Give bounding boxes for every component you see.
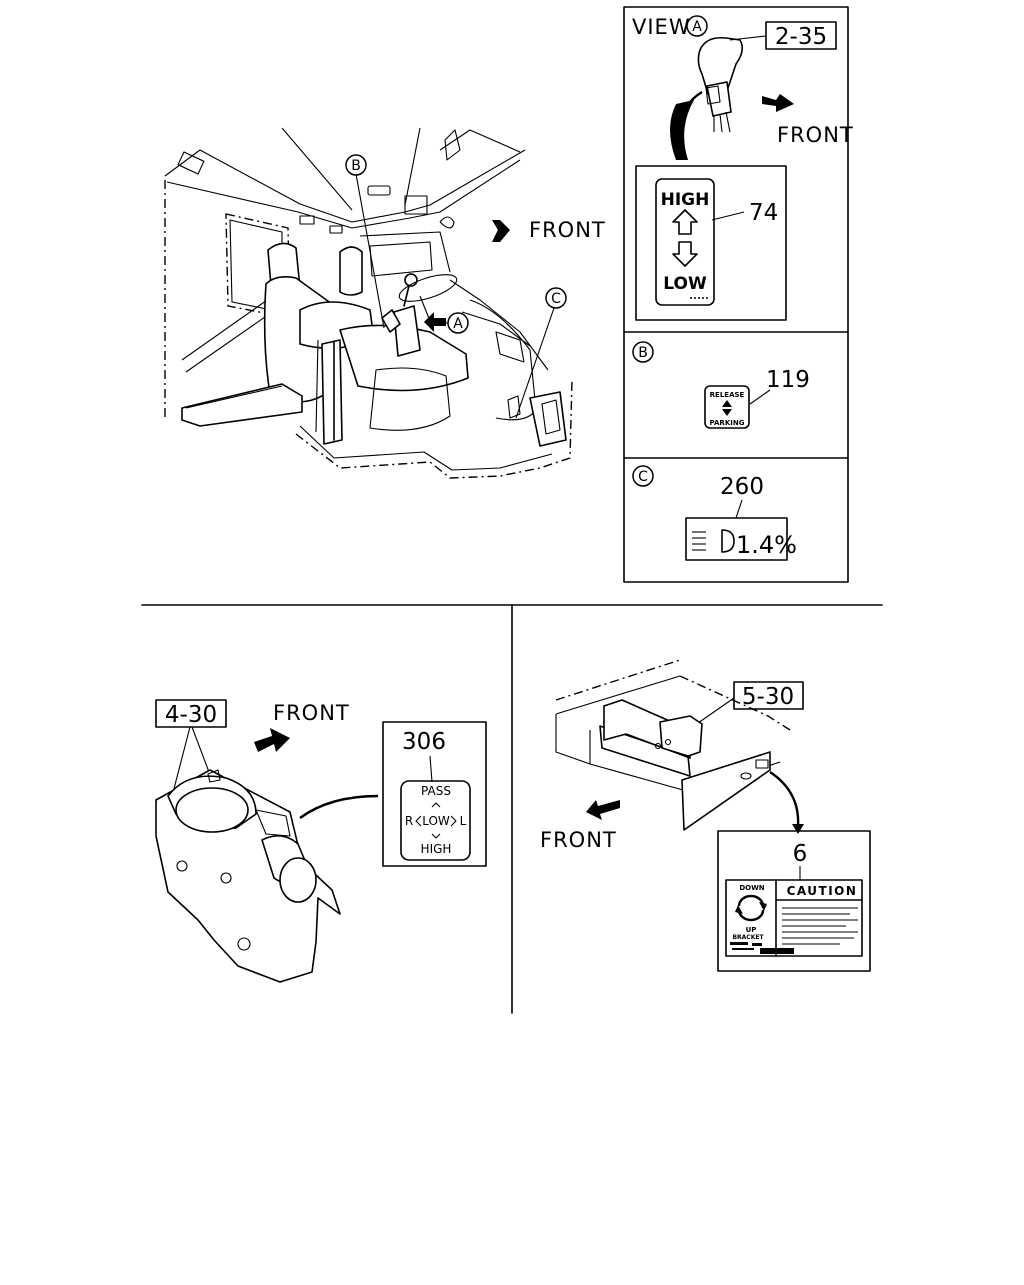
decal-6-frame [717,830,871,972]
callout-b-letter: B [351,158,361,174]
headlamp-level-icon [692,529,735,553]
arrow-down-icon [672,241,698,267]
decal-119-release: RELEASE [710,391,745,399]
decal-306-pass: PASS [421,784,451,798]
decal-260-plate [685,517,788,561]
decal-74-low: LOW [663,274,707,294]
decal-6-bracket: BRACKET [732,934,764,941]
part-74-number: 74 [749,200,778,226]
decal-6-small-legend [730,942,794,954]
rotate-arrows-icon [735,894,767,922]
lower-right-front-label: FRONT [540,828,617,852]
frame-rail-drawing [555,659,791,831]
lower-right-front-arrow [586,800,620,820]
part-260-number: 260 [720,474,764,500]
decal-306-r: R [405,814,413,828]
part-6-number: 6 [793,841,808,867]
view-a-ref-number: 2-35 [775,24,827,50]
callout-a-letter: A [453,316,463,332]
part-306-number: 306 [402,729,446,755]
decal-6-caution: CAUTION [787,884,858,898]
ref-5-30-number: 5-30 [742,684,794,710]
ref-5-30-box [733,681,804,710]
ref-4-30-number: 4-30 [165,702,217,728]
decal-6-down: DOWN [739,884,764,892]
view-b-panel: B 119 RELEASE PARKING [632,341,810,429]
view-a-marker: A [692,19,702,35]
view-b-marker: B [638,345,648,361]
view-c-marker: C [638,469,648,485]
view-a-panel: VIEW A 2-35 FRONT HIGH LOW 74 [632,15,854,321]
lower-left-front-arrow [254,728,290,752]
caution-text-lines [782,907,858,945]
lower-left-front-label: FRONT [273,701,350,725]
decal-74-frame [635,165,787,321]
decal-119-parking: PARKING [710,419,745,427]
part-119-number: 119 [766,367,810,393]
callout-c-letter: C [551,291,561,307]
view-c-panel: C 260 1.4% [632,465,797,561]
arrow-up-icon [672,209,698,235]
cab-interior-illustration [164,127,573,479]
decal-74-high: HIGH [661,190,710,210]
decal-306-low: LOW [422,814,450,828]
ref-4-30-box [155,699,227,728]
decal-306-plate [400,780,471,861]
decal-306-high: HIGH [421,842,452,856]
decal-260-value: 1.4% [736,531,797,559]
layout-frame [141,6,883,1014]
switch-body-drawing [155,769,341,983]
decal-74-plate [655,178,715,306]
decal-306-l: L [460,814,467,828]
callout-c-marker: C [545,287,567,309]
chassis-frame-section: 5-30 FRONT 6 CAUTION [540,659,871,972]
combination-switch-section: 4-30 FRONT 306 PASS R LOW L [155,699,487,983]
callout-a-marker: A [447,312,469,334]
view-a-ref-box [765,21,837,50]
release-up-icon [722,400,732,407]
decal-119-plate [704,385,750,429]
view-a-front-label: FRONT [777,123,854,147]
callout-b-marker: B [345,154,367,176]
decal-306-frame [382,721,487,867]
view-a-title: VIEW [632,15,691,39]
cab-front-label: FRONT [529,218,606,242]
decal-6-up: UP [746,926,757,934]
decal-6-plate [725,879,863,957]
parking-down-icon [722,409,732,416]
shift-knob-drawing [697,35,767,133]
